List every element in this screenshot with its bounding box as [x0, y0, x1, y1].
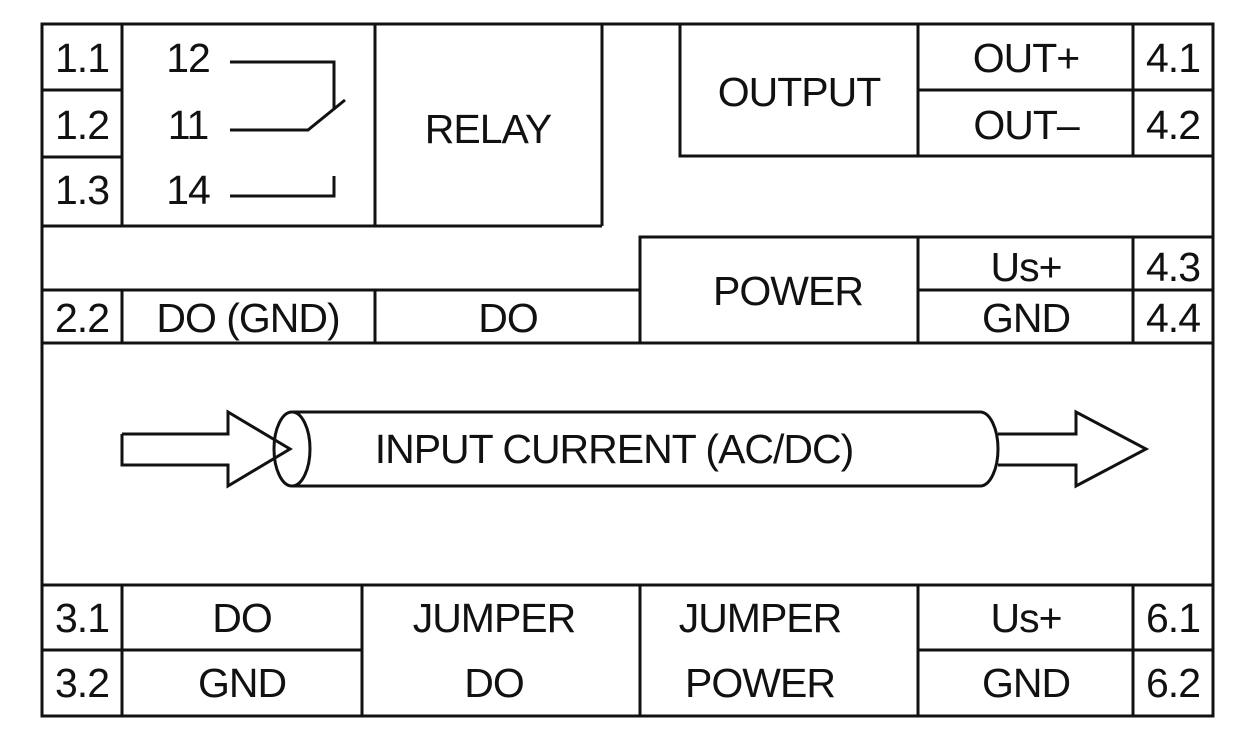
input-arrow-left — [120, 409, 293, 489]
bottom-us-plus-label: Us+ — [990, 595, 1061, 641]
do-gnd-label: DO (GND) — [156, 295, 339, 341]
relay-block: 1.1 1.2 1.3 12 11 14 RELAY — [42, 24, 604, 228]
jumper-power-line1: JUMPER — [679, 595, 842, 641]
terminal-4-2: 4.2 — [1146, 102, 1200, 148]
terminal-2-2: 2.2 — [55, 295, 109, 341]
contact-11-label: 11 — [168, 102, 209, 148]
terminal-3-2: 3.2 — [55, 660, 109, 706]
terminal-6-1: 6.1 — [1146, 595, 1200, 641]
terminal-4-4: 4.4 — [1146, 295, 1200, 341]
do-label: DO — [478, 295, 538, 341]
output-label: OUTPUT — [718, 69, 882, 115]
jumper-do-line1: JUMPER — [413, 595, 576, 641]
terminal-1-2: 1.2 — [55, 102, 109, 148]
us-plus-label: Us+ — [990, 244, 1061, 290]
contact-12-label: 12 — [166, 35, 210, 81]
jumper-power-line2: POWER — [685, 660, 835, 706]
input-current-label: INPUT CURRENT (AC/DC) — [375, 426, 854, 472]
contact-14-label: 14 — [166, 167, 210, 213]
terminal-3-1: 3.1 — [55, 595, 109, 641]
relay-contact-symbol — [230, 60, 346, 198]
terminal-1-1: 1.1 — [55, 35, 109, 81]
output-arrow-right — [998, 409, 1150, 489]
bottom-do-label: DO — [212, 595, 272, 641]
bottom-gnd-right-label: GND — [982, 660, 1070, 706]
output-block: OUTPUT OUT+ OUT– 4.1 4.2 — [678, 24, 1213, 158]
input-current-section: INPUT CURRENT (AC/DC) — [120, 409, 1150, 489]
bottom-row: 3.1 3.2 DO GND JUMPER DO JUMPER POWER Us… — [42, 585, 1213, 716]
out-minus-label: OUT– — [973, 102, 1080, 148]
terminal-4-3: 4.3 — [1146, 244, 1200, 290]
bottom-gnd-label: GND — [198, 660, 286, 706]
terminal-1-3: 1.3 — [55, 167, 109, 213]
power-label: POWER — [713, 268, 863, 314]
outer-frame — [40, 22, 1215, 718]
terminal-6-2: 6.2 — [1146, 660, 1200, 706]
power-block: POWER Us+ GND 4.3 4.4 — [638, 235, 1213, 343]
do-row: 2.2 DO (GND) DO — [42, 288, 640, 343]
conductor-cylinder — [272, 410, 1000, 488]
relay-label: RELAY — [425, 106, 552, 152]
terminal-4-1: 4.1 — [1146, 35, 1200, 81]
jumper-do-line2: DO — [464, 660, 524, 706]
gnd-label: GND — [982, 295, 1070, 341]
out-plus-label: OUT+ — [973, 35, 1080, 81]
